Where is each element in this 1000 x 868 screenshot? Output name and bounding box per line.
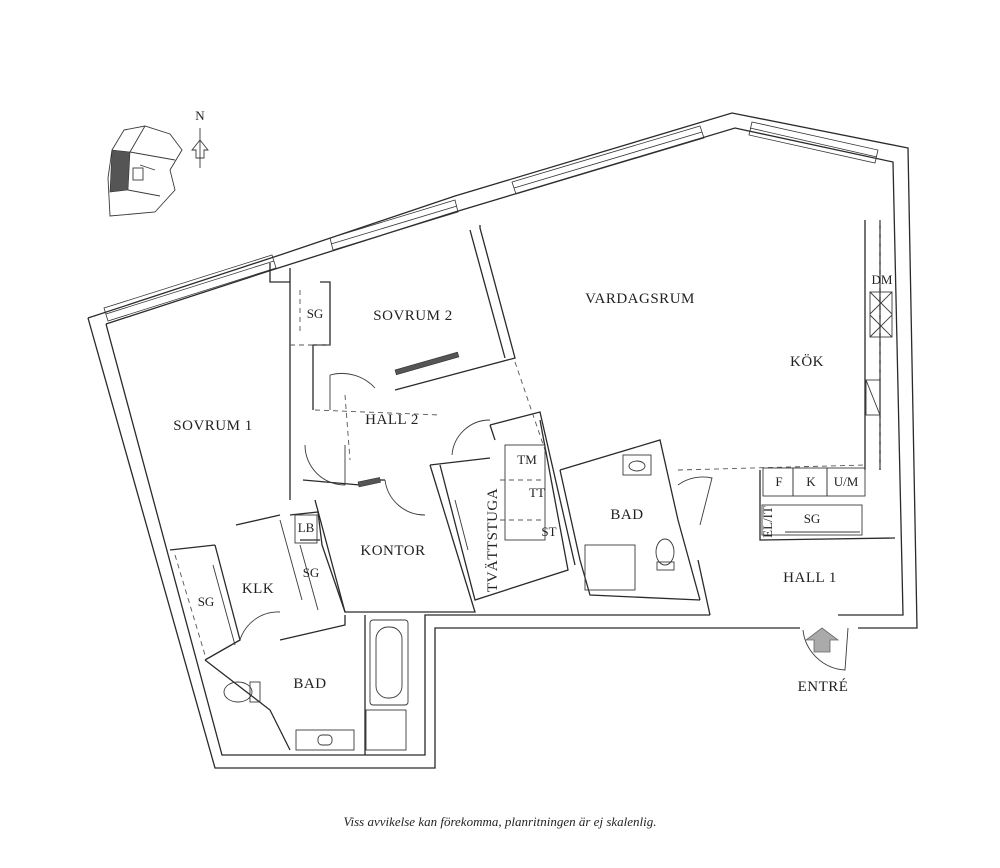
outer-walls	[87, 112, 918, 769]
highlighted-unit	[109, 149, 131, 193]
stove-icon	[865, 379, 881, 416]
label-f: F	[775, 474, 782, 489]
entrance-label: ENTRÉ	[798, 678, 849, 695]
room-label-bad-small: BAD	[610, 507, 643, 523]
room-label-vardagsrum: VARDAGSRUM	[585, 291, 695, 307]
room-label-hall2: HALL 2	[365, 412, 419, 428]
label-sg-hall1: SG	[804, 511, 821, 526]
small-sink-icon	[622, 454, 652, 476]
label-elit: EL/IT	[760, 506, 775, 538]
doors	[239, 351, 849, 671]
label-st: ST	[541, 524, 556, 539]
north-arrow-icon	[191, 128, 209, 168]
label-tt: TT	[529, 485, 545, 500]
fixtures	[212, 291, 893, 751]
hall1-wardrobe	[761, 504, 863, 536]
small-shower-icon	[584, 544, 636, 591]
oven-micro-box	[826, 467, 866, 497]
laundry-machines	[504, 444, 546, 541]
room-label-sovrum1: SOVRUM 1	[173, 418, 252, 434]
label-sg-klk-left: SG	[198, 594, 215, 609]
label-dm: DM	[872, 272, 893, 287]
key-map	[107, 125, 183, 217]
bathtub-icon	[369, 619, 409, 706]
room-label-bad-large: BAD	[293, 676, 326, 692]
entrance-arrow-icon	[804, 627, 840, 653]
room-label-sovrum2: SOVRUM 2	[373, 308, 452, 324]
dishwasher-icon	[869, 291, 893, 338]
shower-icon	[365, 709, 407, 751]
room-label-hall1: HALL 1	[783, 570, 837, 586]
small-toilet-icon	[655, 538, 675, 566]
lb-box	[294, 514, 318, 544]
label-um: U/M	[834, 474, 859, 489]
label-sg-klk-right: SG	[303, 565, 320, 580]
label-k: K	[806, 474, 816, 489]
room-label-kok: KÖK	[790, 353, 824, 370]
label-lb: LB	[298, 520, 315, 535]
north-label: N	[195, 108, 205, 123]
label-tm: TM	[517, 452, 537, 467]
sink-icon	[295, 729, 355, 751]
room-label-klk: KLK	[242, 581, 274, 597]
dashed-lines	[174, 220, 881, 656]
room-label-kontor: KONTOR	[360, 543, 425, 559]
toilet-icon	[223, 681, 253, 703]
disclaimer-text: Viss avvikelse kan förekomma, planritnin…	[343, 814, 657, 829]
room-label-tvattstuga: TVÄTTSTUGA	[484, 488, 501, 592]
windows	[103, 121, 879, 322]
label-sg-sovrum2: SG	[307, 306, 324, 321]
